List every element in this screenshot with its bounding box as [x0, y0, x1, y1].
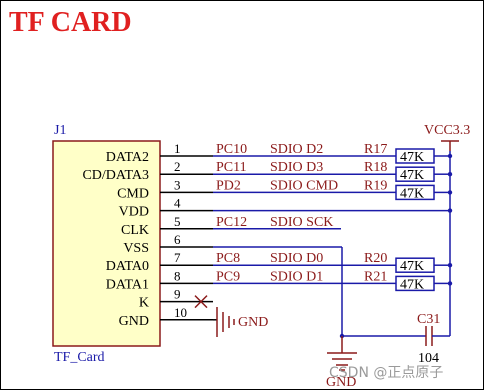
pin-number: 3 [174, 177, 181, 192]
mcu-pin-label: PC12 [216, 215, 247, 230]
sdio-signal-label: SDIO D0 [270, 251, 323, 266]
resistor-ref: R18 [364, 160, 387, 175]
resistor-value: 47K [400, 186, 424, 201]
sdio-signal-label: SDIO D3 [270, 160, 323, 175]
resistor-value: 47K [400, 259, 424, 274]
mcu-pin-label: PC9 [216, 269, 240, 284]
pin-number: 7 [174, 250, 181, 265]
pin-number: 5 [174, 214, 181, 229]
sdio-signal-label: SDIO D2 [270, 142, 323, 157]
pin-number: 10 [174, 305, 187, 320]
mcu-pin-label: PD2 [216, 178, 241, 193]
no-connect-mark [194, 295, 208, 309]
pin-name: CD/DATA3 [82, 168, 149, 183]
resistor-ref: R19 [364, 178, 387, 193]
sdio-signal-label: SDIO CMD [270, 178, 338, 193]
pin-number: 8 [174, 268, 181, 283]
pin-number: 9 [174, 287, 181, 302]
pin-name: CLK [121, 223, 149, 238]
pin-number: 2 [174, 159, 181, 174]
resistor-ref: R20 [364, 251, 387, 266]
pin-name: GND [119, 314, 149, 329]
pin-number: 4 [174, 196, 181, 211]
mcu-pin-label: PC11 [216, 160, 247, 175]
pin-name: DATA1 [106, 277, 149, 292]
sdio-signal-label: SDIO D1 [270, 269, 323, 284]
pin-name: VDD [119, 205, 149, 220]
watermark: CSDN @正点原子 [329, 365, 443, 381]
gnd-symbol-pin10 [216, 307, 235, 337]
mcu-pin-label: PC10 [216, 142, 247, 157]
pin-name: DATA0 [106, 259, 149, 274]
pin-name: DATA2 [106, 150, 149, 165]
gnd-label-bottom: GND [326, 375, 356, 390]
vcc-label: VCC3.3 [424, 123, 470, 138]
connector-designator: J1 [54, 123, 66, 138]
connector-body [52, 140, 161, 347]
resistor-value: 47K [400, 277, 424, 292]
cap-value: 104 [418, 351, 439, 366]
pin-name: K [139, 296, 149, 311]
pin-number: 1 [174, 141, 181, 156]
gnd-symbol-bottom [327, 336, 357, 371]
connector-name: TF_Card [54, 350, 105, 365]
mcu-pin-label: PC8 [216, 251, 240, 266]
resistor-ref: R17 [364, 142, 387, 157]
gnd-label-pin10: GND [238, 315, 268, 330]
schematic-title: TF CARD [9, 7, 132, 38]
resistor-value: 47K [400, 150, 424, 165]
pin-number: 6 [174, 232, 181, 247]
sdio-signal-label: SDIO SCK [270, 215, 333, 230]
pin-name: VSS [123, 241, 149, 256]
resistor-value: 47K [400, 168, 424, 183]
resistor-ref: R21 [364, 269, 387, 284]
cap-ref: C31 [417, 312, 440, 327]
pin-name: CMD [117, 186, 149, 201]
